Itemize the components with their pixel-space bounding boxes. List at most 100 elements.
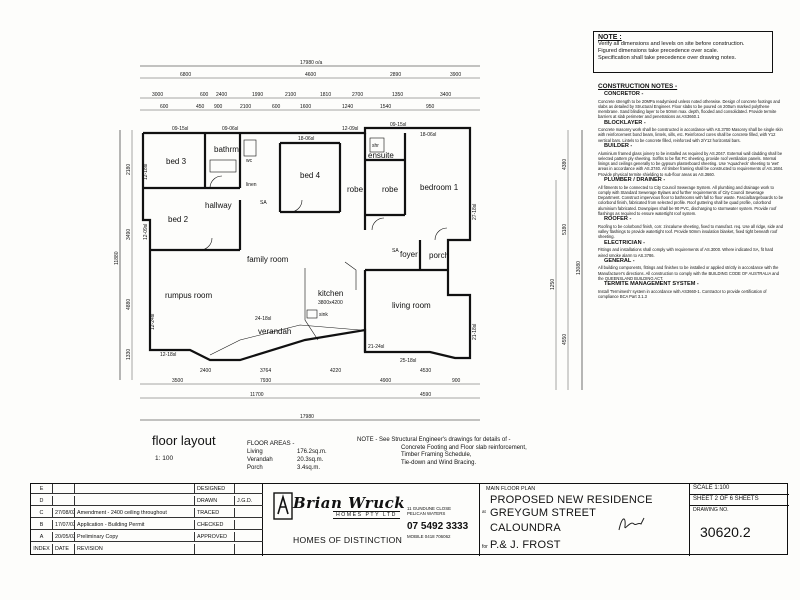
revision-desc: Preliminary Copy: [75, 532, 195, 542]
dim-right-part-1: 4380: [562, 159, 568, 170]
floor-area-row: Verandah 20.3sq.m.: [247, 456, 347, 464]
bath-fixture: [209, 159, 237, 173]
dim-top-third-4: 2100: [240, 104, 251, 110]
title-block: E DESIGNED D DRAWN J.G.D. C 27/08/03 Ame…: [30, 483, 789, 556]
revision-index: B: [31, 520, 53, 530]
dim-top-second-7: 2700: [352, 92, 363, 98]
dim-top-second-9: 3400: [440, 92, 451, 98]
project-street: GREYGUM STREET: [490, 507, 597, 519]
engineer-note-item: Concrete Footing and Floor slab reinforc…: [401, 444, 527, 451]
window-code-12: 12-18sl: [160, 352, 176, 358]
dim-left-overall: 11880: [114, 251, 120, 265]
revision-desc: [75, 484, 195, 494]
revision-row-e: E DESIGNED: [31, 484, 263, 495]
revision-desc: Application - Building Permit: [75, 520, 195, 530]
room-bed3: bed 3: [166, 157, 187, 166]
company-tagline: HOMES OF DISTINCTION: [293, 535, 403, 545]
floor-layout-title: floor layout: [152, 433, 216, 448]
dim-left-part-3: 4880: [126, 299, 132, 310]
project-suburb: CALOUNDRA: [490, 522, 561, 534]
note-box: NOTE : Verify all dimensions and levels …: [593, 31, 773, 73]
dim-top-second-6: 1810: [320, 92, 331, 98]
section-body-electrician: Fittings and installations shall comply …: [598, 247, 774, 258]
kitchen-bench: [304, 268, 319, 341]
section-title-plumber: PLUMBER / DRAINER -: [604, 177, 666, 184]
revision-date: 20/05/03: [55, 532, 75, 542]
revision-row-a: A 20/05/03 Preliminary Copy APPROVED: [31, 532, 263, 543]
window-code-4: 12-09sl: [342, 126, 358, 132]
section-title-concretor: CONCRETOR -: [604, 91, 644, 97]
dim-bottom-part-1: 3500: [172, 378, 183, 384]
window-code-13: 27-18sl: [472, 204, 478, 220]
window-code-1: 09-15sl: [172, 126, 188, 132]
window-code-14: 21-18sl: [472, 324, 478, 340]
revision-row-b: B 17/07/03 Application - Building Permit…: [31, 520, 263, 531]
dim-top-third-9: 950: [426, 104, 435, 110]
section-title-roofer: ROOFER -: [604, 216, 632, 223]
dim-top-third-6: 1600: [300, 104, 311, 110]
section-title-builder: BUILDER -: [604, 143, 633, 150]
dim-right-overall: 13080: [576, 261, 582, 275]
dim-top-third-7: 1240: [342, 104, 353, 110]
revision-index-header: INDEX: [31, 544, 53, 555]
window-code-10: 24-18sl: [255, 316, 271, 322]
section-title-electrician: ELECTRICIAN -: [604, 239, 646, 246]
revision-date-header: DATE: [53, 544, 75, 555]
kitchen-sink-label: sink: [319, 312, 328, 318]
revision-header-row: INDEX DATE REVISION: [31, 544, 263, 555]
dim-top-second-4: 1990: [252, 92, 263, 98]
dim-bottom-second-2: 4590: [420, 392, 431, 398]
dim-top-second-1: 3000: [152, 92, 163, 98]
revision-table: E DESIGNED D DRAWN J.G.D. C 27/08/03 Ame…: [31, 484, 263, 556]
door-bedroom1: [371, 217, 385, 231]
shower-fixture: [369, 137, 385, 153]
door-bed4: [289, 199, 303, 213]
section-body-builder: Aluminium framed glass joinery to be ins…: [598, 150, 784, 177]
revision-initials: [235, 484, 263, 493]
note-box-line-1: Verify all dimensions and levels on site…: [598, 41, 745, 47]
revision-index: E: [31, 484, 53, 494]
project-client: P.& J. FROST: [490, 539, 561, 551]
dim-top-main-2: 4600: [305, 72, 316, 78]
revision-desc: Amendment - 2400 ceiling throughout: [75, 508, 195, 518]
project-at-label: at: [482, 509, 486, 514]
dim-top-third-2: 450: [196, 104, 205, 110]
window-code-7: 12-18sl: [143, 164, 149, 180]
room-bathroom: bathrm: [214, 145, 239, 154]
section-title-termite: TERMITE MANAGEMENT SYSTEM -: [604, 281, 699, 288]
revision-date: [53, 496, 75, 506]
room-kitchen: kitchen: [318, 289, 343, 298]
company-logo-block: Brian Wruck HOMES PTY LTD HOMES OF DISTI…: [263, 484, 480, 556]
drawing-number: 30620.2: [700, 524, 751, 540]
dim-top-main-3: 2890: [390, 72, 401, 78]
dim-top-second-3: 2400: [216, 92, 227, 98]
project-block: MAIN FLOOR PLAN PROPOSED NEW RESIDENCE a…: [480, 484, 690, 556]
door-bed2: [199, 237, 213, 251]
dim-top-main-4: 3900: [450, 72, 461, 78]
section-body-concretor: Concrete strength to be 20MPa readymixed…: [598, 98, 781, 120]
window-code-2: 09-06sl: [222, 126, 238, 132]
floor-layout-scale: 1: 100: [155, 455, 174, 462]
sheet-info-block: SCALE 1:100 SHEET 2 OF 6 SHEETS DRAWING …: [690, 484, 789, 556]
dim-top-third-1: 600: [160, 104, 169, 110]
section-body-termite: Install 'Termimesh' system in accordance…: [598, 288, 767, 300]
construction-notes: CONSTRUCTION NOTES - CONCRETOR - Concret…: [598, 82, 784, 447]
room-ensuite: ensuite: [368, 151, 394, 160]
revision-date: [53, 484, 75, 494]
revision-role: APPROVED: [195, 532, 235, 542]
revision-initials: [235, 508, 263, 517]
company-emblem-icon: [273, 492, 293, 520]
company-name: Brian Wruck: [293, 494, 406, 512]
room-verandah: verandah: [258, 327, 291, 336]
floor-area-value: 3.4sq.m.: [297, 465, 321, 471]
project-title: PROPOSED NEW RESIDENCE: [490, 494, 653, 506]
floor-areas-title: FLOOR AREAS -: [247, 440, 295, 447]
revision-initials-header: [235, 544, 263, 554]
revision-role: DESIGNED: [195, 484, 235, 494]
room-robe-2: robe: [347, 185, 364, 194]
dim-bottom-part-4: 900: [452, 378, 461, 384]
company-subtitle: HOMES PTY LTD: [333, 511, 400, 519]
company-address-line: PELICAN WATERS: [407, 511, 446, 517]
dim-top-third-5: 600: [272, 104, 281, 110]
